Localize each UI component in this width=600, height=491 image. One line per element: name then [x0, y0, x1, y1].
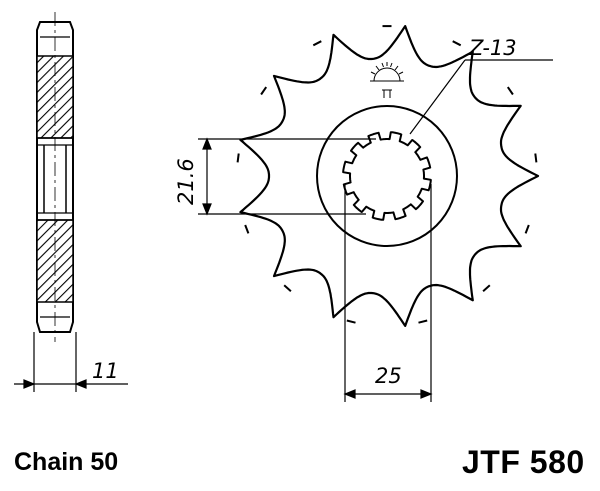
tooth-tip [244, 224, 250, 234]
part-code: JTF 580 [462, 444, 585, 480]
tooth-tip [346, 319, 356, 324]
tooth-tip [482, 284, 491, 292]
tooth-tip [236, 153, 240, 163]
chain-label: Chain 50 [14, 448, 119, 476]
side-view [36, 12, 74, 342]
sun-symbol-icon [370, 62, 404, 98]
tooth-tip [452, 40, 462, 47]
tooth-tip [534, 153, 538, 163]
thickness-dimension [14, 332, 128, 392]
tooth-tip [506, 86, 514, 96]
thickness-dimension-label: 11 [92, 359, 119, 383]
bore-dimension [198, 137, 376, 216]
spline-bore [342, 131, 432, 221]
tooth-tip [418, 319, 428, 324]
spline-dimension-label: 25 [375, 364, 402, 388]
teeth-count-label: Z-13 [468, 36, 517, 60]
spline-dimension [343, 184, 433, 402]
tooth-tip [312, 40, 322, 47]
tooth-tips [236, 25, 538, 324]
tooth-tip [524, 224, 530, 234]
tooth-tip [260, 86, 268, 96]
teeth-count-leader [409, 59, 553, 135]
bore-dimension-label: 21.6 [174, 158, 198, 205]
hub-circle [316, 105, 458, 247]
front-view [236, 25, 540, 327]
sprocket-outline [239, 25, 540, 327]
tooth-tip [283, 284, 292, 292]
